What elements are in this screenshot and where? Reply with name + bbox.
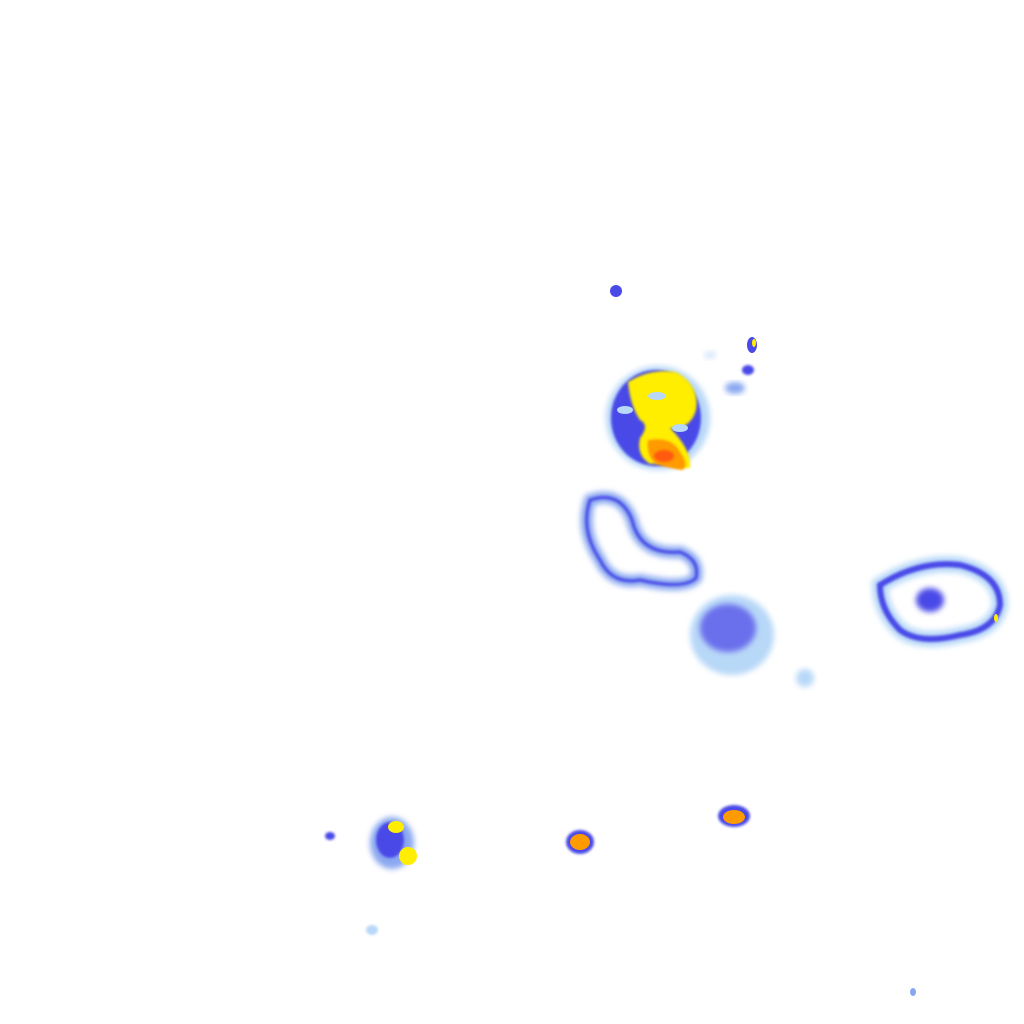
rain-area-central xyxy=(690,595,814,687)
storm-cell-southwest xyxy=(325,817,417,935)
rain-band-ring-east xyxy=(871,556,1009,647)
storm-cell-small-north xyxy=(610,285,757,394)
storm-cell-south-east xyxy=(718,805,916,996)
storm-cell-main xyxy=(606,366,710,470)
rain-band-ring-west xyxy=(580,491,703,591)
storm-cell-south-center xyxy=(566,830,594,854)
